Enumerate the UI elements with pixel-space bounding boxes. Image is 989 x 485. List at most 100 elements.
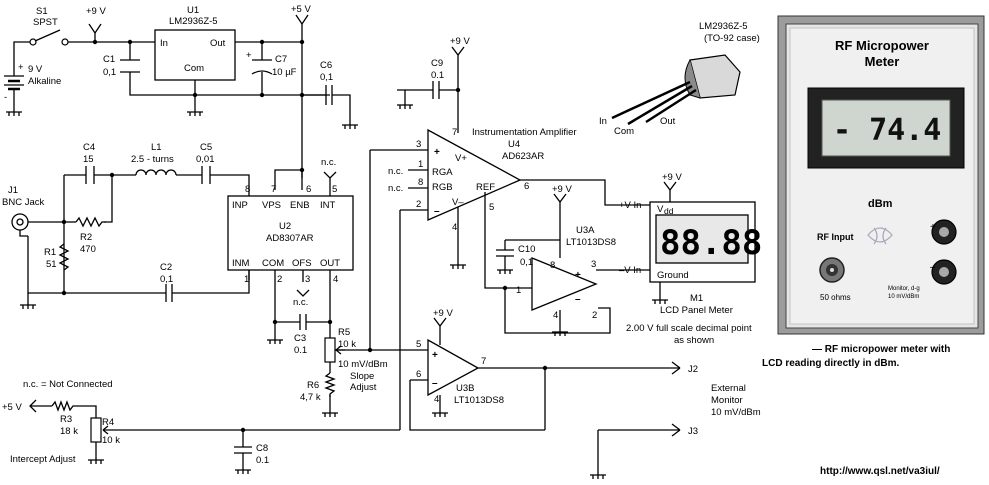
svg-text:Slope: Slope [350, 371, 374, 382]
svg-text:RGB: RGB [432, 182, 453, 193]
svg-text:10 k: 10 k [102, 435, 120, 446]
svg-text:VPS: VPS [262, 200, 281, 211]
svg-text:AD8307AR: AD8307AR [266, 233, 314, 244]
svg-text:R3: R3 [60, 414, 72, 425]
resistor-r2: R2 470 [75, 216, 106, 255]
svg-text:2: 2 [277, 274, 282, 285]
rail-9v-m1: +9 V [662, 172, 682, 192]
svg-text:470: 470 [80, 244, 96, 255]
svg-text:5: 5 [332, 184, 337, 195]
svg-text:+: + [18, 62, 24, 73]
svg-text:INP: INP [232, 200, 248, 211]
svg-text:V+: V+ [455, 153, 467, 164]
svg-text:L1: L1 [151, 142, 162, 153]
svg-text:RGA: RGA [432, 167, 453, 178]
bnc-jack-j1: J1 BNC Jack [2, 185, 44, 237]
svg-text:–: – [930, 262, 936, 273]
svg-text:7: 7 [271, 184, 276, 195]
svg-text:RF Input: RF Input [817, 232, 854, 242]
svg-text:n.c.: n.c. [388, 166, 403, 177]
cap-c5: C5 0,01 [196, 142, 215, 184]
switch-ref: S1 [36, 6, 48, 17]
svg-text:INT: INT [320, 200, 336, 211]
svg-text:C3: C3 [294, 333, 306, 344]
pot-r5: R5 10 k 10 mV/dBm Slope Adjust [324, 327, 388, 393]
svg-text:-: - [4, 92, 7, 103]
m1-lcd-meter: 88.88 +V In –V In Ground V dd M1 LCD Pan… [619, 200, 762, 346]
svg-text:+V In: +V In [619, 200, 641, 211]
source-url: http://www.qsl.net/va3iul/ [820, 466, 940, 477]
svg-text:Com: Com [184, 63, 204, 74]
switch-type: SPST [33, 17, 58, 28]
svg-text:0.1: 0.1 [431, 70, 444, 81]
jack-j2: J2 [671, 361, 698, 375]
svg-text:51: 51 [46, 259, 57, 270]
svg-text:0,1: 0,1 [160, 274, 173, 285]
cap-c6: C6 0,1 [320, 60, 333, 105]
svg-text:C9: C9 [431, 58, 443, 69]
svg-text:dd: dd [664, 206, 674, 216]
svg-text:8: 8 [418, 177, 423, 188]
svg-text:BNC Jack: BNC Jack [2, 197, 44, 208]
svg-text:+9 V: +9 V [552, 184, 572, 195]
svg-text:OUT: OUT [320, 258, 340, 269]
svg-text:J1: J1 [8, 185, 18, 196]
resistor-r1: R1 51 [44, 243, 70, 271]
svg-text:LCD reading directly in dBm.: LCD reading directly in dBm. [762, 358, 899, 369]
cap-c3: C3 0.1 [294, 314, 307, 356]
svg-text:U2: U2 [279, 221, 291, 232]
svg-text:R6: R6 [307, 380, 319, 391]
inductor-l1: L1 2.5 - turns [131, 142, 177, 176]
rail-5v-intercept: +5 V [2, 399, 37, 413]
cap-c8: C8 0.1 [234, 443, 269, 466]
svg-text:2: 2 [592, 310, 597, 321]
junctions [61, 39, 548, 433]
svg-text:V: V [657, 204, 664, 215]
svg-text:6: 6 [524, 181, 529, 192]
svg-text:1: 1 [516, 285, 521, 296]
rail-9v-u3a: +9 V [552, 184, 572, 204]
svg-text:LCD Panel Meter: LCD Panel Meter [660, 305, 733, 316]
svg-text:U3A: U3A [576, 225, 595, 236]
svg-text:RF Micropower: RF Micropower [835, 38, 929, 53]
svg-text:Monitor: Monitor [711, 395, 743, 406]
svg-text:In: In [599, 116, 607, 127]
pot-r4: R4 10 k [90, 417, 120, 446]
svg-text:2.5 - turns: 2.5 - turns [131, 154, 174, 165]
svg-text:+: + [432, 350, 438, 361]
svg-text:as shown: as shown [674, 335, 714, 346]
svg-text:7: 7 [481, 356, 486, 367]
svg-text:+: + [575, 270, 581, 281]
svg-text:4,7 k: 4,7 k [300, 392, 321, 403]
rail-9v-u3b: +9 V [433, 308, 453, 328]
svg-text:n.c.: n.c. [293, 297, 308, 308]
svg-text:4: 4 [333, 274, 338, 285]
cap-c10: C10 0,1 [496, 244, 535, 268]
svg-text:+5 V: +5 V [2, 402, 22, 413]
svg-text:n.c.: n.c. [388, 183, 403, 194]
svg-text:Out: Out [660, 116, 676, 127]
svg-text:Adjust: Adjust [350, 382, 377, 393]
meter-reading: - 74.4 [833, 113, 941, 148]
svg-text:n.c. = Not Connected: n.c. = Not Connected [23, 379, 113, 390]
svg-text:M1: M1 [690, 293, 703, 304]
to92-package-drawing: LM2936Z-5 (TO-92 case) In Com Out [599, 21, 760, 137]
svg-text:6: 6 [416, 369, 421, 380]
cap-c1: C1 0,1 [103, 54, 140, 78]
svg-text:7: 7 [452, 127, 457, 138]
svg-text:External: External [711, 383, 746, 394]
svg-text:+5 V: +5 V [291, 4, 311, 15]
svg-text:–: – [432, 378, 438, 389]
rail-5v-1: +5 V [291, 4, 311, 26]
svg-text:15: 15 [83, 154, 94, 165]
ground-symbols [6, 89, 668, 479]
u4-instrumentation-amp: + – V+ V– RGA RGB REF 3 1 8 2 7 4 5 6 n.… [388, 127, 577, 233]
svg-text:0.1: 0.1 [294, 345, 307, 356]
svg-text:1: 1 [244, 274, 249, 285]
photo-caption: — RF micropower meter with LCD reading d… [762, 344, 950, 369]
svg-text:Instrumentation Amplifier: Instrumentation Amplifier [472, 127, 577, 138]
svg-text:4: 4 [434, 394, 439, 405]
cap-c7: + C7 10 µF [246, 50, 297, 78]
svg-text:C4: C4 [83, 142, 95, 153]
